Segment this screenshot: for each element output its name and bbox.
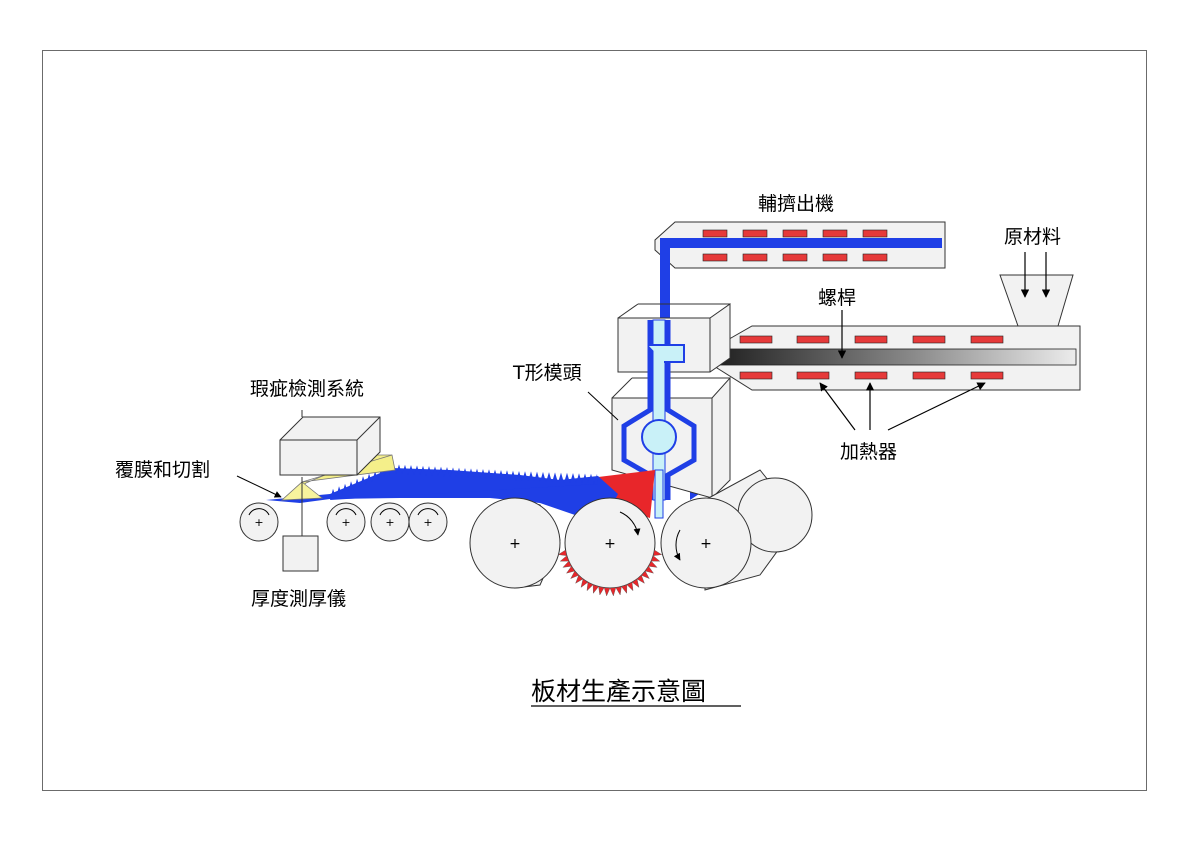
svg-text:+: + [385, 516, 394, 529]
label-aux-extruder: 輔擠出機 [758, 193, 834, 215]
small-roller: + [326, 502, 366, 542]
aux-heater-bands [702, 229, 888, 262]
svg-text:+: + [254, 516, 263, 529]
label-screw: 螺桿 [818, 287, 856, 309]
large-roller-right: + [660, 469, 813, 591]
diagram-frame [42, 50, 1147, 791]
label-raw-material: 原材料 [1004, 226, 1061, 248]
small-roller: + [239, 502, 279, 542]
svg-text:+: + [423, 516, 432, 529]
svg-text:+: + [341, 516, 350, 529]
svg-text:+: + [509, 536, 521, 552]
t-die [611, 303, 731, 519]
screw [715, 348, 1077, 366]
large-roller-center: + [557, 497, 663, 597]
large-roller-left: + [469, 497, 561, 589]
main-extruder-barrel [715, 310, 1081, 391]
hot-melt [590, 470, 655, 518]
heater-arrows [819, 382, 986, 431]
diagram-caption: 板材生產示意圖 [531, 677, 706, 706]
small-roller: + [370, 502, 410, 542]
film-cut-pointer [236, 475, 282, 498]
small-rollers: + + + + [239, 502, 448, 542]
raw-material-hopper [999, 252, 1074, 327]
thickness-gauge-box [282, 477, 319, 572]
label-film-cut: 覆膜和切割 [115, 459, 210, 481]
small-roller: + [408, 502, 448, 542]
aux-extruder [654, 221, 946, 318]
label-defect-system: 瑕疵檢測系統 [250, 378, 364, 400]
label-heater: 加熱器 [840, 441, 897, 463]
sheet [266, 464, 618, 515]
label-t-die: T形模頭 [512, 362, 582, 384]
label-thickness-gauge: 厚度測厚儀 [251, 588, 346, 610]
svg-text:+: + [604, 536, 616, 552]
main-heater-bands [739, 335, 1004, 380]
defect-inspection-box [279, 410, 381, 476]
t-die-pointer [587, 391, 619, 421]
svg-text:+: + [700, 536, 712, 552]
